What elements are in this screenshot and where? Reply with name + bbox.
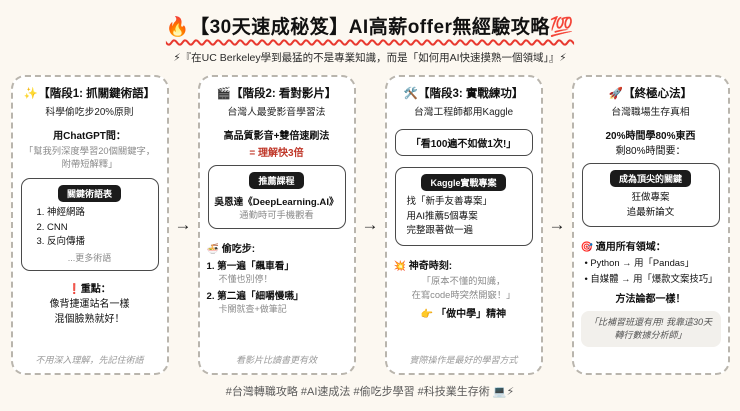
terms-more-note: ...更多術語	[67, 253, 112, 264]
tips-section: 🍜 偷吃步: 1. 第一遍「飆車看」 不懂也別停！ 2. 第二遍「細嚼慢嚥」 卡…	[207, 240, 347, 315]
kaggle-box: Kaggle實戰專案 找「新手友善專案」 用AI推薦5個專案 完整跟著做一遍	[394, 167, 533, 247]
magic-quote-line: 「原本不懂的知識，	[421, 276, 506, 287]
hashtags: #台灣轉職攻略 #AI速成法 #偷吃步學習 #科技業生存術 💻⚡	[225, 386, 515, 398]
cards-row: ✨【階段1: 抓關鍵術語】 科學偷吃步20%原則 用ChatGPT問： 「幫我列…	[10, 75, 730, 375]
terms-badge: 關鍵術語表	[57, 184, 121, 202]
card-title: 🛠️【階段3: 實戰練功】	[403, 88, 524, 100]
key-point-text: 像背捷運站名一樣 混個臉熟就好！	[20, 295, 160, 325]
card-title: ✨【階段1: 抓關鍵術語】	[23, 88, 156, 100]
card-footer-note: 看影片比讀書更有效	[235, 355, 317, 365]
domains-label: 🎯 適用所有領域：	[580, 242, 666, 254]
final-card: 🚀【終極心法】 台灣職場生存真相 20%時間學80%東西 剩80%時間要： 成為…	[571, 75, 730, 375]
magic-section: 💥 神奇時刻:	[394, 257, 534, 272]
testimonial-box: 「比補習班還有用! 我靠這30天轉行數據分析師」	[580, 311, 721, 347]
key-point-line: 混個臉熟就好！	[54, 314, 125, 326]
tip-main: 1. 第一遍「飆車看」	[206, 261, 294, 273]
kaggle-list: 找「新手友善專案」 用AI推薦5個專案 完整跟著做一遍	[401, 195, 527, 239]
stat-line: 剩80%時間要：	[615, 146, 686, 157]
chatgpt-prompt-label: 用ChatGPT問：	[53, 131, 126, 142]
tip-main: 2. 第二遍「細嚼慢嚥」	[206, 291, 304, 303]
card-subtitle: 台灣人最愛影音學習法	[227, 107, 326, 118]
key-point-line: 像背捷運站名一樣	[49, 299, 130, 311]
term-item: 1. 神經網路	[36, 206, 86, 218]
stage-card-3: 🛠️【階段3: 實戰練功】 台灣工程師都用Kaggle 「看100遍不如做1次!…	[384, 75, 543, 375]
kaggle-item: 用AI推薦5個專案	[406, 210, 478, 222]
spirit-text: 👉 「做中學」精神	[420, 309, 507, 321]
stage-card-2: 🎬【階段2: 看對影片】 台灣人最愛影音學習法 高品質影音+雙倍速刷法 = 理解…	[197, 75, 356, 375]
key-item: 追最新論文	[626, 206, 675, 218]
tip-item: 1. 第一遍「飆車看」 不懂也別停！	[207, 258, 347, 285]
card-subtitle: 台灣職場生存真相	[611, 107, 690, 118]
result-text: = 理解快3倍	[249, 148, 304, 159]
domain-item: • 自媒體 → 用「爆款文案技巧」	[584, 273, 718, 285]
card-title: 🎬【階段2: 看對影片】	[216, 88, 337, 100]
tips-label: 🍜 偷吃步:	[206, 244, 256, 256]
stage-card-1: ✨【階段1: 抓關鍵術語】 科學偷吃步20%原則 用ChatGPT問： 「幫我列…	[10, 75, 169, 375]
kaggle-item: 找「新手友善專案」	[406, 196, 493, 207]
motto-box: 「看100遍不如做1次!」	[394, 129, 533, 156]
domain-item: • Python → 用「Pandas」	[584, 257, 695, 269]
card-footer-note: 實際操作是最好的學習方式	[409, 355, 518, 365]
chatgpt-prompt-quote: 「幫我列深度學習20個關鍵字， 附帶短解釋」	[20, 145, 160, 172]
key-box: 成為頂尖的關鍵 狂做專案 追最新論文	[581, 163, 720, 228]
term-item: 2. CNN	[36, 221, 68, 233]
card-title: 🚀【終極心法】	[608, 88, 693, 100]
conclusion-text: 方法論都一樣！	[615, 294, 686, 306]
magic-quote: 「原本不懂的知識， 在寫code時突然開竅！」	[394, 275, 534, 302]
subtitle: ⚡『在UC Berkeley學到最猛的不是專業知識，而是「如何用AI快速摸熟一個…	[173, 52, 567, 64]
kaggle-item: 完整跟著做一遍	[406, 225, 474, 237]
domains-section: 🎯 適用所有領域： • Python → 用「Pandas」 • 自媒體 → 用…	[581, 238, 721, 285]
card-subtitle: 台灣工程師都用Kaggle	[413, 107, 514, 118]
course-name: 吳恩達《DeepLearning.AI》	[214, 197, 339, 208]
arrow-icon: →	[361, 215, 379, 234]
card-footer-note: 不用深入理解，先記住術語	[35, 355, 144, 365]
course-note: 通勤時可手機觀看	[239, 210, 314, 220]
term-item: 3. 反向傳播	[36, 236, 86, 248]
method-text: 高品質影音+雙倍速刷法	[223, 131, 330, 142]
key-badge: 成為頂尖的關鍵	[609, 170, 691, 187]
course-box: 推薦課程 吳恩達《DeepLearning.AI》 通勤時可手機觀看	[207, 165, 346, 230]
key-point-label: ❗重點：	[68, 284, 111, 296]
prompt-quote-line: 附帶短解釋」	[61, 159, 118, 170]
terms-box: 關鍵術語表 1. 神經網路 2. CNN 3. 反向傳播 ...更多術語	[20, 177, 159, 272]
tip-sub: 卡關就查+做筆記	[218, 304, 287, 315]
stat-line: 20%時間學80%東西	[605, 131, 696, 142]
main-title: 🔥【30天速成秘笈】AI高薪offer無經驗攻略💯	[165, 17, 575, 38]
course-badge: 推薦課程	[249, 172, 304, 189]
arrow-icon: →	[548, 215, 566, 234]
key-item: 狂做專案	[631, 192, 670, 203]
card-subtitle: 科學偷吃步20%原則	[45, 107, 134, 118]
arrow-icon: →	[174, 215, 192, 234]
tip-item: 2. 第二遍「細嚼慢嚥」 卡關就查+做筆記	[207, 288, 347, 315]
magic-label: 💥 神奇時刻:	[393, 261, 453, 273]
prompt-quote-line: 「幫我列深度學習20個關鍵字，	[23, 146, 156, 156]
key-list: 狂做專案 追最新論文	[588, 191, 714, 220]
magic-quote-line: 在寫code時突然開竅！」	[411, 289, 516, 300]
terms-list: 1. 神經網路 2. CNN 3. 反向傳播	[27, 206, 153, 250]
tip-sub: 不懂也別停！	[218, 274, 273, 285]
kaggle-badge: Kaggle實戰專案	[421, 174, 506, 191]
